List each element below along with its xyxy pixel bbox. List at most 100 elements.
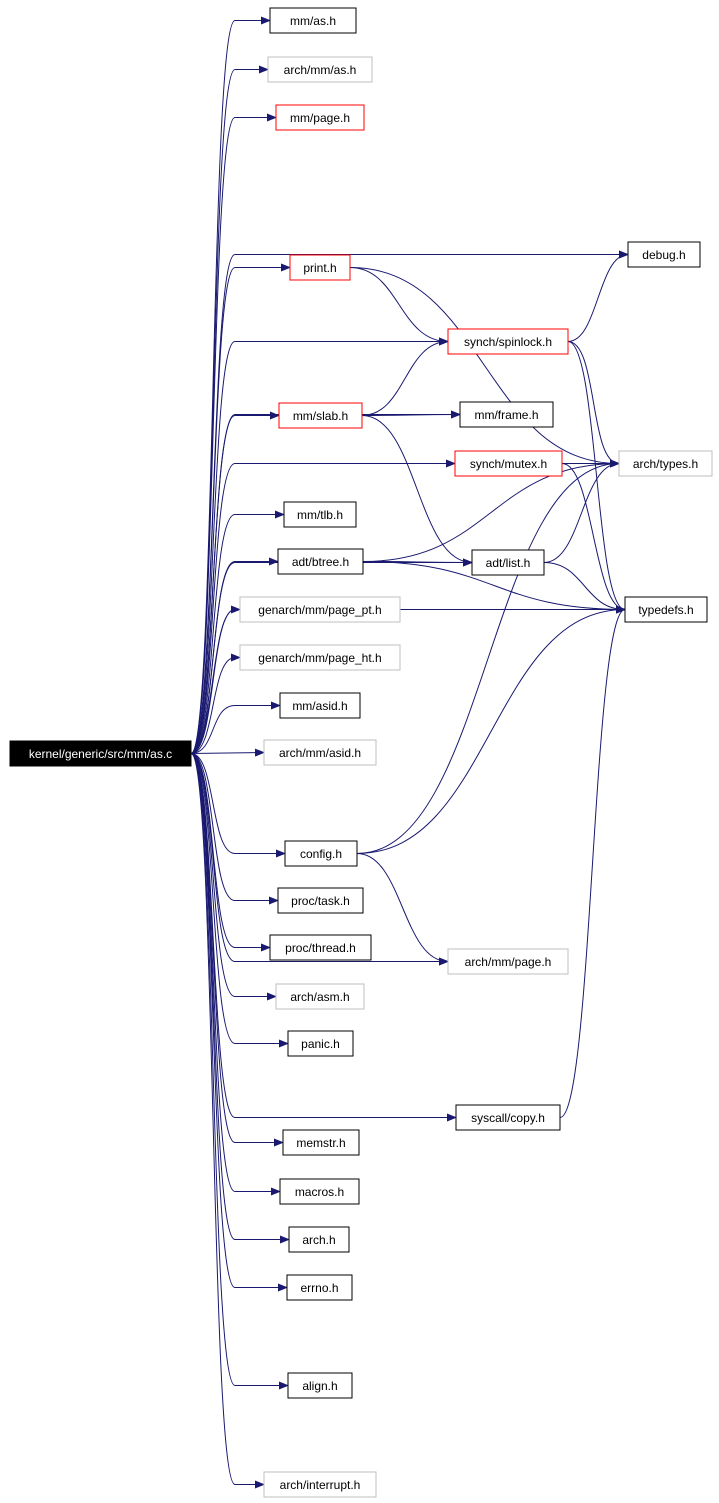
edge-root-to-arch-asid [190, 748, 265, 757]
node-config[interactable]: config.h [284, 840, 358, 867]
node-tlb[interactable]: mm/tlb.h [283, 501, 357, 528]
node-arch-asm[interactable]: arch/asm.h [275, 983, 365, 1010]
node-debug[interactable]: debug.h [627, 241, 701, 268]
edge-root-to-frame [190, 410, 461, 754]
node-label: typedefs.h [638, 603, 693, 617]
edge-list-to-typedefs [543, 562, 626, 614]
node-task[interactable]: proc/task.h [277, 887, 364, 914]
node-label: arch/mm/as.h [284, 63, 357, 77]
node-box [279, 1178, 360, 1205]
node-slab[interactable]: mm/slab.h [278, 402, 363, 429]
node-spinlock[interactable]: synch/spinlock.h [447, 328, 569, 355]
node-label: errno.h [300, 1281, 338, 1295]
node-box [275, 983, 365, 1010]
node-box [239, 644, 401, 671]
node-label: proc/thread.h [285, 941, 356, 955]
edge-slab-to-list [361, 415, 473, 567]
node-box [624, 596, 708, 623]
node-label: align.h [302, 1379, 337, 1393]
node-box [282, 1129, 360, 1156]
node-label: panic.h [301, 1037, 340, 1051]
node-box [279, 692, 361, 719]
edge-list-to-arch-types [543, 459, 620, 563]
node-macros[interactable]: macros.h [279, 1178, 360, 1205]
node-arch-interrupt[interactable]: arch/interrupt.h [263, 1471, 377, 1498]
node-label: mm/frame.h [474, 408, 538, 422]
edge-root-to-errno [190, 753, 288, 1292]
node-page-ht[interactable]: genarch/mm/page_ht.h [239, 644, 401, 671]
edge-slab-to-spinlock [361, 337, 449, 416]
edge-root-to-align [190, 753, 289, 1390]
node-typedefs[interactable]: typedefs.h [624, 596, 708, 623]
node-box [269, 7, 357, 34]
node-panic[interactable]: panic.h [287, 1030, 354, 1057]
node-box [288, 1226, 350, 1253]
edge-root-to-panic [190, 753, 289, 1048]
node-box [287, 1030, 354, 1057]
node-mm-as[interactable]: mm/as.h [269, 7, 357, 34]
node-mm-page[interactable]: mm/page.h [275, 104, 365, 131]
node-label: genarch/mm/page_ht.h [258, 651, 381, 665]
node-label: mm/slab.h [293, 409, 348, 423]
node-box [287, 1372, 353, 1399]
node-label: genarch/mm/page_pt.h [258, 603, 381, 617]
node-label: macros.h [295, 1185, 344, 1199]
node-box [277, 548, 364, 575]
edge-config-to-typedefs [356, 605, 626, 854]
node-box [454, 450, 563, 477]
node-box [455, 1104, 561, 1131]
node-copy[interactable]: syscall/copy.h [455, 1104, 561, 1131]
node-box [277, 887, 364, 914]
edge-root-to-page-ht [190, 653, 241, 754]
node-page-pt[interactable]: genarch/mm/page_pt.h [239, 596, 401, 623]
node-errno[interactable]: errno.h [286, 1274, 353, 1301]
node-box [263, 739, 377, 766]
node-box [447, 948, 569, 975]
node-box [283, 501, 357, 528]
edge-root-to-arch-mm-page [190, 753, 449, 966]
edge-root-to-mm-page [190, 113, 277, 754]
node-box [286, 1274, 353, 1301]
node-memstr[interactable]: memstr.h [282, 1129, 360, 1156]
node-label: adt/btree.h [292, 555, 349, 569]
edge-root-to-mm-as [190, 16, 271, 754]
node-label: arch/types.h [633, 457, 698, 471]
node-box [263, 1471, 377, 1498]
edge-root-to-copy [190, 753, 457, 1122]
node-btree[interactable]: adt/btree.h [277, 548, 364, 575]
edge-config-to-arch-mm-page [356, 853, 449, 966]
node-box [289, 254, 351, 281]
node-label: syscall/copy.h [471, 1111, 545, 1125]
node-label: arch/asm.h [290, 990, 349, 1004]
node-label: mm/tlb.h [297, 508, 343, 522]
node-label: arch.h [302, 1233, 335, 1247]
edge-copy-to-typedefs [559, 605, 626, 1118]
node-box [275, 104, 365, 131]
edge-spinlock-to-arch-types [567, 341, 620, 468]
edge-slab-to-frame [361, 410, 461, 419]
node-arch[interactable]: arch.h [288, 1226, 350, 1253]
node-box [267, 56, 373, 83]
node-arch-asid[interactable]: arch/mm/asid.h [263, 739, 377, 766]
node-arch-types[interactable]: arch/types.h [618, 450, 713, 477]
node-box [627, 241, 701, 268]
node-arch-mm-page[interactable]: arch/mm/page.h [447, 948, 569, 975]
edge-config-to-arch-types [356, 459, 620, 854]
node-box [284, 840, 358, 867]
root-node[interactable]: kernel/generic/src/mm/as.c [9, 740, 192, 767]
node-print[interactable]: print.h [289, 254, 351, 281]
edge-root-to-arch-interrupt [190, 753, 265, 1489]
node-frame[interactable]: mm/frame.h [459, 401, 554, 428]
node-label: mm/page.h [290, 111, 350, 125]
node-list[interactable]: adt/list.h [471, 549, 545, 576]
node-asid[interactable]: mm/asid.h [279, 692, 361, 719]
node-mutex[interactable]: synch/mutex.h [454, 450, 563, 477]
edge-spinlock-to-debug [567, 250, 629, 342]
node-thread[interactable]: proc/thread.h [269, 934, 372, 961]
edge-root-to-mutex [190, 459, 456, 754]
edge-root-to-print [190, 263, 291, 754]
root-node-label: kernel/generic/src/mm/as.c [29, 747, 172, 761]
node-align[interactable]: align.h [287, 1372, 353, 1399]
edge-root-to-task [190, 753, 279, 905]
node-arch-mm-as[interactable]: arch/mm/as.h [267, 56, 373, 83]
